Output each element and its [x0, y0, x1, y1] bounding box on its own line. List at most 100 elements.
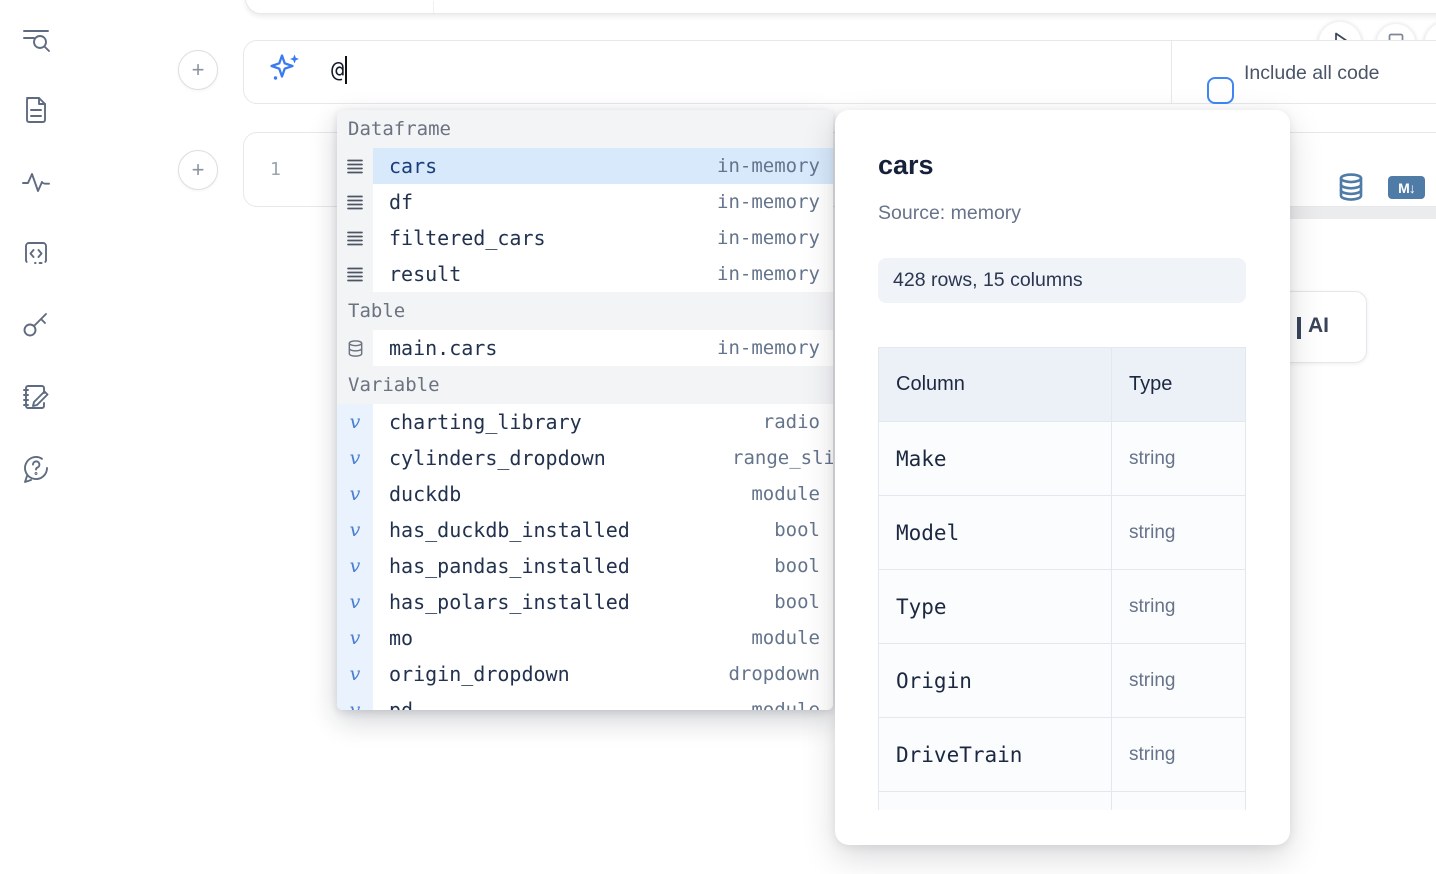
column-name-cell: Model — [878, 495, 1112, 570]
notebook-edit-icon[interactable] — [20, 381, 52, 413]
section-label: Dataframe — [348, 118, 451, 140]
column-name-cell: Type — [878, 569, 1112, 644]
include-all-code-label: Include all code — [1244, 61, 1380, 84]
schema-row: Origin string — [878, 643, 1246, 718]
section-header-variable: Variable — [337, 366, 833, 404]
column-type-cell — [1111, 791, 1246, 810]
input-divider — [1171, 41, 1172, 103]
previous-cell-edge — [245, 0, 1436, 14]
autocomplete-item-cars[interactable]: cars in-memory — [337, 148, 833, 184]
section-header-table: Table — [337, 292, 833, 330]
item-name: main.cars — [389, 336, 498, 360]
autocomplete-item-has-polars-installed[interactable]: v has_polars_installed bool — [337, 584, 833, 620]
text-cursor — [345, 56, 348, 84]
autocomplete-item-mo[interactable]: v mo module — [337, 620, 833, 656]
item-type: radio — [762, 411, 820, 433]
autocomplete-item-charting-library[interactable]: v charting_library radio — [337, 404, 833, 440]
variable-icon: v — [337, 440, 373, 476]
schema-row: Model string — [878, 495, 1246, 570]
dataframe-icon — [337, 184, 373, 220]
item-type: module — [751, 627, 820, 649]
item-type: in-memory — [717, 155, 820, 177]
column-type-cell: string — [1111, 495, 1246, 570]
sparkles-ai-icon — [269, 51, 303, 85]
column-type-cell: string — [1111, 569, 1246, 644]
add-cell-button-bottom[interactable]: + — [178, 150, 218, 190]
column-type-cell: string — [1111, 421, 1246, 496]
variable-icon: v — [337, 512, 373, 548]
schema-header-row: Column Type — [878, 347, 1246, 422]
schema-row: Make string — [878, 421, 1246, 496]
item-type: dropdown — [728, 663, 820, 685]
item-type: module — [751, 483, 820, 505]
activity-icon[interactable] — [20, 166, 52, 198]
help-chat-icon[interactable] — [20, 452, 52, 484]
autocomplete-item-filtered-cars[interactable]: filtered_cars in-memory — [337, 220, 833, 256]
item-type: bool — [774, 519, 820, 541]
variable-icon: v — [337, 404, 373, 440]
item-type: in-memory — [717, 191, 820, 213]
ai-prompt-container[interactable]: @ Include all code — [243, 40, 1436, 104]
autocomplete-item-has-pandas-installed[interactable]: v has_pandas_installed bool — [337, 548, 833, 584]
schema-row: DriveTrain string — [878, 717, 1246, 792]
column-header: Column — [878, 347, 1112, 422]
autocomplete-item-main-cars[interactable]: main.cars in-memory — [337, 330, 833, 366]
database-icon — [337, 330, 373, 366]
column-type-cell: string — [1111, 643, 1246, 718]
ai-prompt-input[interactable]: @ — [331, 56, 348, 84]
item-name: filtered_cars — [389, 226, 546, 250]
item-name: cars — [389, 154, 438, 178]
search-list-icon[interactable] — [20, 24, 52, 56]
autocomplete-item-duckdb[interactable]: v duckdb module — [337, 476, 833, 512]
item-type: range_sli — [732, 447, 833, 469]
column-name-cell — [878, 791, 1112, 810]
ai-button-label: AI — [1308, 314, 1329, 337]
item-name: charting_library — [389, 410, 582, 434]
sidebar — [0, 0, 72, 874]
item-type: bool — [774, 591, 820, 613]
autocomplete-item-cylinders-dropdown[interactable]: v cylinders_dropdown range_sli — [337, 440, 833, 476]
variable-icon: v — [337, 548, 373, 584]
schema-row-clipped — [878, 791, 1246, 810]
key-icon[interactable] — [20, 309, 52, 341]
autocomplete-item-result[interactable]: result in-memory — [337, 256, 833, 292]
column-name-cell: Origin — [878, 643, 1112, 718]
item-name: has_pandas_installed — [389, 554, 630, 578]
database-icon[interactable] — [1336, 172, 1366, 202]
plus-icon: + — [191, 57, 205, 82]
column-name-cell: DriveTrain — [878, 717, 1112, 792]
type-header: Type — [1111, 347, 1246, 422]
clipped-letter — [1297, 317, 1301, 339]
autocomplete-item-df[interactable]: df in-memory — [337, 184, 833, 220]
shape-badge: 428 rows, 15 columns — [878, 258, 1246, 303]
dataframe-preview-panel: cars Source: memory 428 rows, 15 columns… — [835, 110, 1290, 845]
add-cell-button-top[interactable]: + — [178, 50, 218, 90]
item-name: df — [389, 190, 414, 214]
document-icon[interactable] — [20, 94, 52, 126]
dataframe-icon — [337, 220, 373, 256]
section-header-dataframe: Dataframe — [337, 110, 833, 148]
item-type: in-memory — [717, 227, 820, 249]
previous-cell-gutter-divider — [433, 1, 434, 13]
preview-title: cars — [878, 150, 934, 180]
column-name-cell: Make — [878, 421, 1112, 496]
item-type: in-memory — [717, 337, 820, 359]
schema-row: Type string — [878, 569, 1246, 644]
item-name: has_polars_installed — [389, 590, 630, 614]
item-name: origin_dropdown — [389, 662, 570, 686]
autocomplete-item-has-duckdb-installed[interactable]: v has_duckdb_installed bool — [337, 512, 833, 548]
variable-icon: v — [337, 584, 373, 620]
variable-icon: v — [337, 620, 373, 656]
column-type-cell: string — [1111, 717, 1246, 792]
markdown-convert-icon[interactable]: M↓ — [1388, 176, 1425, 199]
dataframe-icon — [337, 148, 373, 184]
variable-icon: v — [337, 692, 373, 710]
autocomplete-item-origin-dropdown[interactable]: v origin_dropdown dropdown — [337, 656, 833, 692]
autocomplete-item-pd[interactable]: v pd module — [337, 692, 833, 710]
item-type: module — [751, 699, 820, 710]
include-all-code-checkbox[interactable] — [1207, 77, 1234, 104]
code-snippet-icon[interactable] — [20, 238, 52, 270]
item-name: duckdb — [389, 482, 462, 506]
variable-icon: v — [337, 476, 373, 512]
item-name: has_duckdb_installed — [389, 518, 630, 542]
